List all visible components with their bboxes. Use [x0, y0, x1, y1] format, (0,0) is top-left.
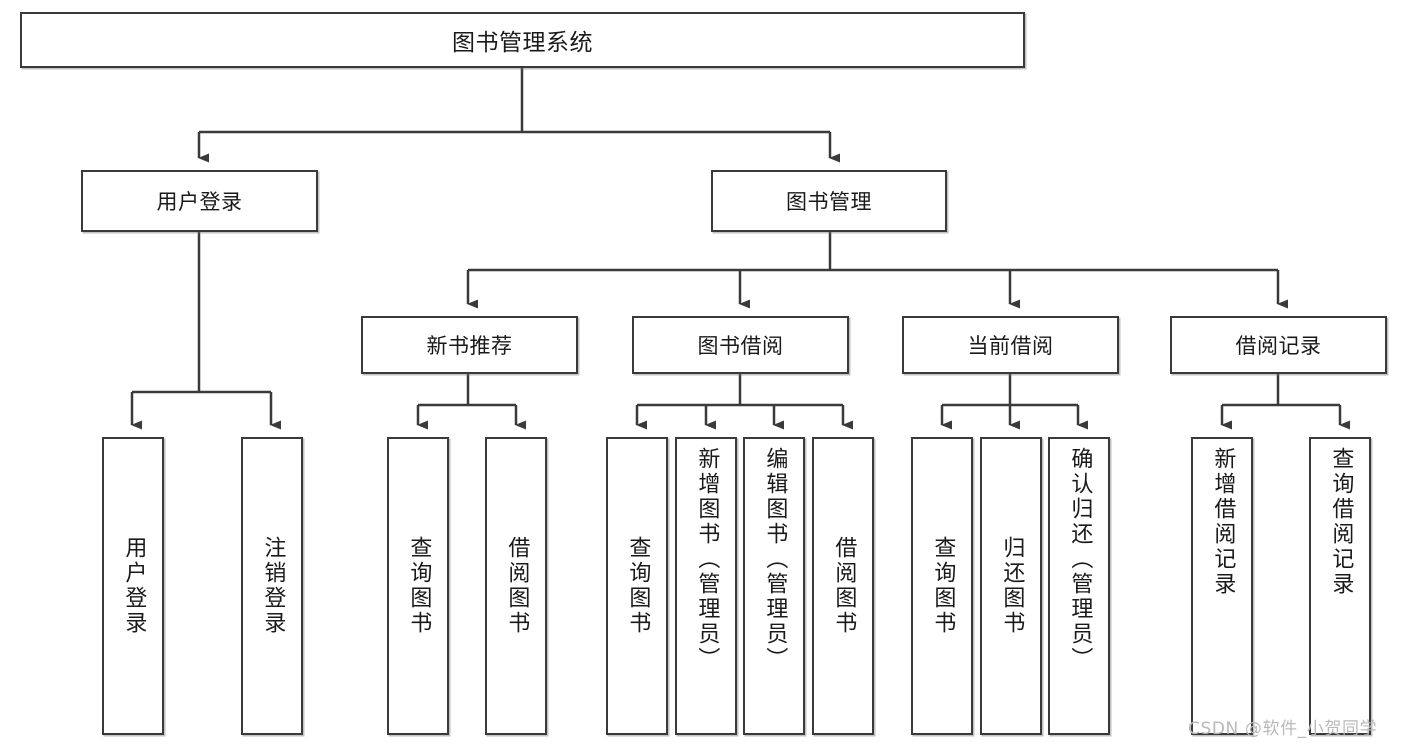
node-label: 图书管理 — [786, 190, 872, 214]
node-label: 查询图书 — [625, 536, 651, 636]
node-label: 新书推荐 — [426, 334, 513, 358]
node-label: 新增借阅记录 — [1210, 447, 1236, 597]
node-label: 借阅图书 — [831, 536, 857, 636]
leaf-user-login[interactable]: 用户登录 — [102, 437, 164, 735]
node-label: 查询图书 — [406, 536, 432, 636]
node-book-management[interactable]: 图书管理 — [711, 170, 947, 232]
node-label: 用户登录 — [121, 536, 147, 636]
leaf-borrow-book-recommend[interactable]: 借阅图书 — [485, 437, 547, 735]
node-label: 用户登录 — [156, 190, 243, 214]
node-label: 查询图书 — [930, 536, 956, 636]
leaf-query-book-recommend[interactable]: 查询图书 — [387, 437, 449, 735]
leaf-borrow-book[interactable]: 借阅图书 — [812, 437, 874, 735]
node-book-borrow[interactable]: 图书借阅 — [632, 316, 849, 374]
node-label: 图书借阅 — [697, 334, 784, 358]
leaf-query-book-current[interactable]: 查询图书 — [911, 437, 973, 735]
leaf-add-borrow-record[interactable]: 新增借阅记录 — [1191, 437, 1253, 735]
node-label: 新增图书（管理员） — [694, 447, 720, 672]
node-borrow-records[interactable]: 借阅记录 — [1170, 316, 1387, 374]
leaf-return-book[interactable]: 归还图书 — [980, 437, 1042, 735]
leaf-logout[interactable]: 注销登录 — [241, 437, 303, 735]
node-label: 编辑图书（管理员） — [762, 447, 788, 672]
leaf-add-book-admin[interactable]: 新增图书（管理员） — [675, 437, 737, 735]
leaf-edit-book-admin[interactable]: 编辑图书（管理员） — [743, 437, 805, 735]
node-new-book-recommend[interactable]: 新书推荐 — [361, 316, 578, 374]
node-user-login[interactable]: 用户登录 — [81, 170, 318, 232]
node-root-book-management-system[interactable]: 图书管理系统 — [20, 12, 1025, 68]
node-label: 图书管理系统 — [452, 30, 593, 56]
node-label: 借阅图书 — [504, 536, 530, 636]
node-label: 借阅记录 — [1235, 334, 1322, 358]
leaf-query-book-borrow[interactable]: 查询图书 — [606, 437, 668, 735]
node-label: 确认归还（管理员） — [1067, 447, 1093, 672]
node-label: 查询借阅记录 — [1328, 447, 1354, 597]
node-label: 注销登录 — [260, 536, 286, 636]
node-label: 归还图书 — [999, 536, 1025, 636]
leaf-query-borrow-record[interactable]: 查询借阅记录 — [1309, 437, 1371, 735]
node-current-borrow[interactable]: 当前借阅 — [902, 316, 1119, 374]
node-label: 当前借阅 — [967, 334, 1054, 358]
leaf-confirm-return-admin[interactable]: 确认归还（管理员） — [1048, 437, 1110, 735]
